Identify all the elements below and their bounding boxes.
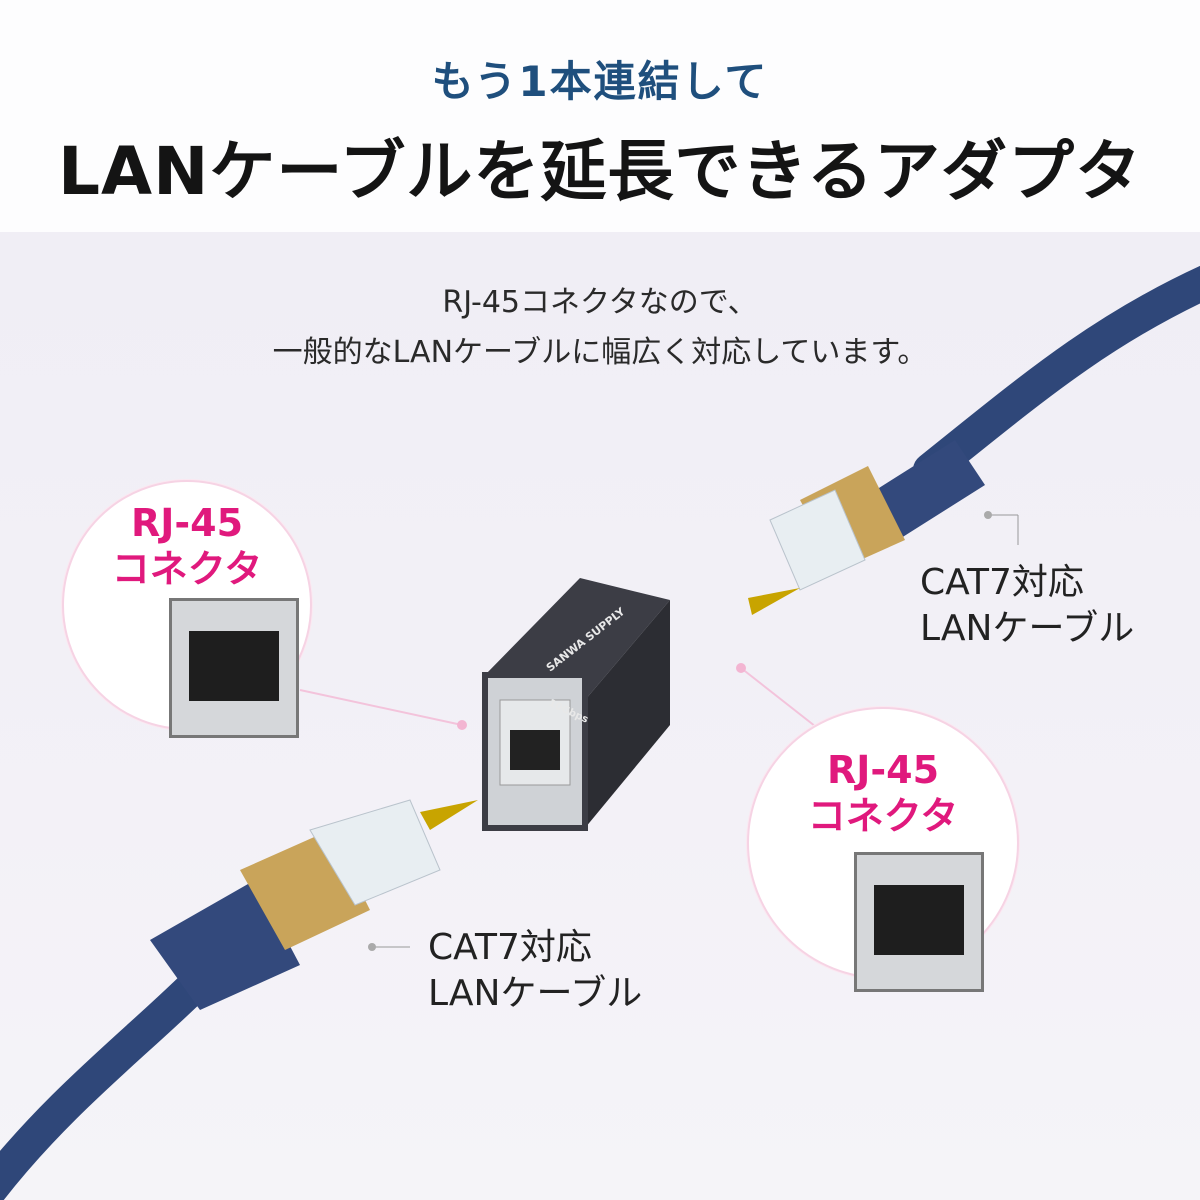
- subtitle: もう1本連結して: [431, 57, 769, 106]
- callout-dot-right: [736, 663, 746, 673]
- callout-line-right: [740, 667, 821, 731]
- arrow-right-icon: [748, 588, 800, 615]
- callout-dot-left: [457, 720, 467, 730]
- arrow-left-icon: [420, 800, 478, 830]
- callout-line-left: [299, 689, 463, 726]
- adapter-product: SANWA SUPPLY 10Gbps: [482, 578, 670, 831]
- description-line-1: RJ-45コネクタなので、: [442, 285, 758, 320]
- callout-title-left: RJ-45 コネクタ: [111, 501, 263, 591]
- rj45-port-image: [169, 598, 299, 738]
- plug-clip-top-right: [769, 489, 866, 591]
- plug-clip-bottom-left: [309, 799, 441, 906]
- page-title: LANケーブルを延長できるアダプタ: [57, 133, 1143, 210]
- callout-title-right: RJ-45 コネクタ: [807, 748, 959, 838]
- description: RJ-45コネクタなので、 一般的なLANケーブルに幅広く対応しています。: [0, 278, 1200, 378]
- rj45-port-image: [854, 852, 984, 992]
- description-line-2: 一般的なLANケーブルに幅広く対応しています。: [272, 335, 928, 370]
- cable-top-right: [913, 265, 1200, 487]
- cable-bottom-left: [0, 963, 217, 1200]
- cable-label-top-right: CAT7対応 LANケーブル: [920, 562, 1135, 649]
- cable-label-bottom-left: CAT7対応 LANケーブル: [428, 927, 643, 1014]
- callout-circle-left: RJ-45 コネクタ: [62, 480, 312, 738]
- header-band: [0, 0, 1200, 232]
- cable-boot-bottom-left: [150, 880, 300, 1010]
- callout-circle-right: RJ-45 コネクタ: [747, 707, 1019, 992]
